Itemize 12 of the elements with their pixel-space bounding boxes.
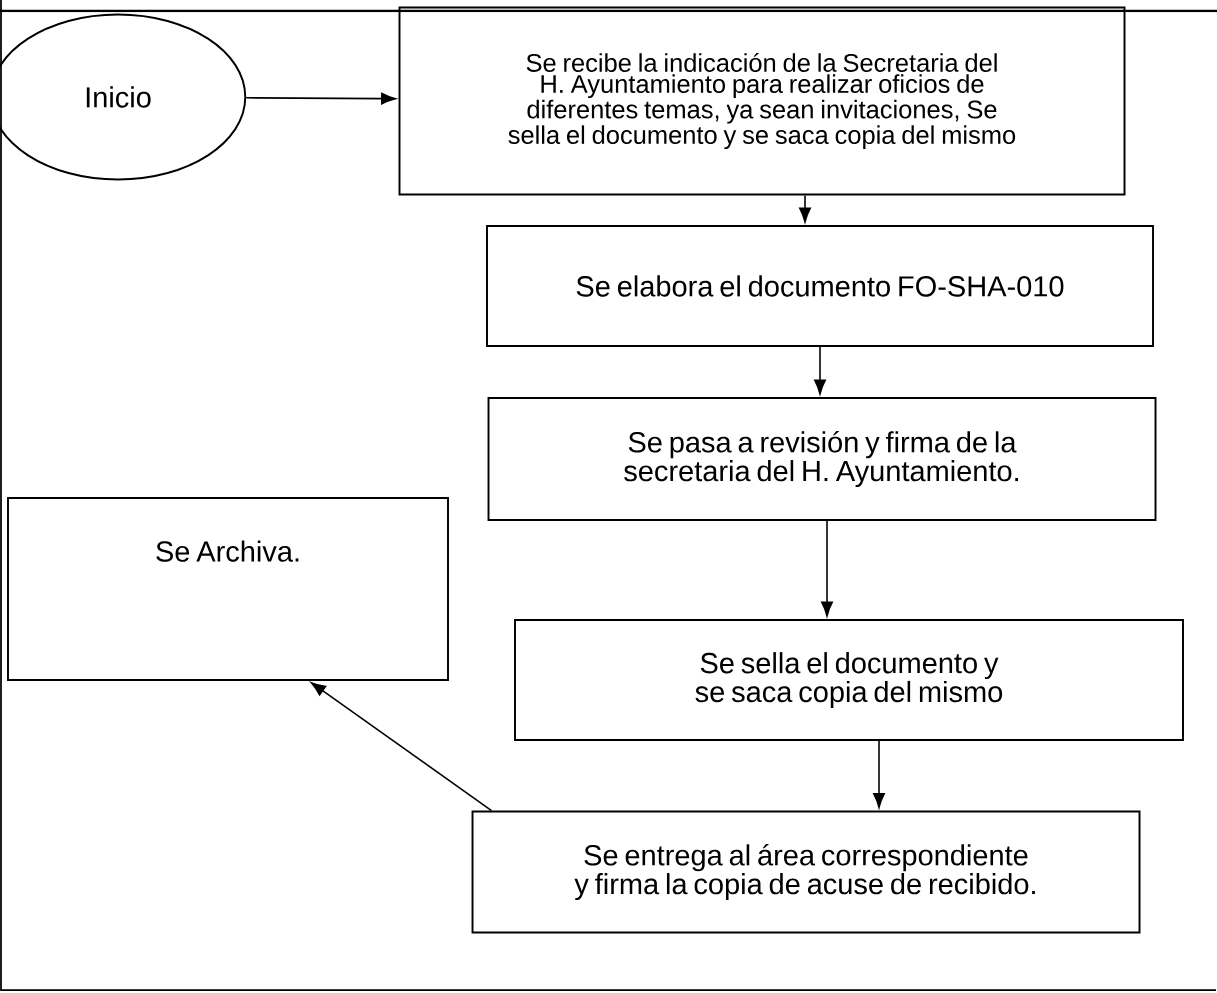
arrow bbox=[310, 682, 493, 812]
process-box: Se elabora el documento FO-SHA-010 bbox=[486, 225, 1154, 347]
process-box: Se Archiva. bbox=[7, 497, 449, 681]
arrow bbox=[799, 194, 811, 223]
arrow bbox=[873, 740, 885, 809]
process-box: Se sella el documento y se saca copia del mismo bbox=[514, 619, 1184, 741]
process-box: Se pasa a revisión y firma de la secretaria del H. Ayuntamiento. bbox=[487, 397, 1157, 521]
arrow bbox=[814, 346, 826, 395]
arrow bbox=[821, 520, 833, 617]
process-box: Se entrega al área correspondiente y firma la copia de acuse de recibido. bbox=[471, 810, 1141, 934]
process-box: Se recibe la indicación de la Secretaria del H. Ayuntamiento para realizar oficios de diferentes temas, ya sean invitaciones, Se sella el documento y se saca copia del mismo bbox=[398, 6, 1126, 196]
arrow bbox=[245, 92, 397, 105]
